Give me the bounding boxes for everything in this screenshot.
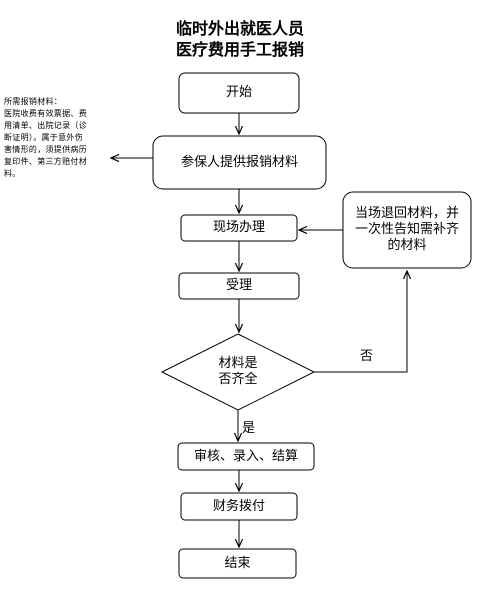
end-node-box — [178, 548, 297, 579]
edge-label-yes: 是 — [242, 421, 256, 436]
decision-node-label: 材料是 否齐全 — [190, 354, 286, 390]
diagram-title-line1: 临时外出就医人员 — [175, 19, 304, 38]
return-line2: 一次性告知需补齐 — [354, 222, 459, 237]
required-materials-note: 所需报销材料： 医院收费有效票据、费 用清单、出院记录（诊 断证明）。属于意外伤… — [4, 96, 112, 180]
decision-line2: 否齐全 — [218, 372, 258, 387]
note-line: 料。 — [4, 169, 21, 178]
payment-node-label: 财务拨付 — [212, 498, 265, 514]
end-node-label: 结束 — [224, 555, 251, 571]
edge-label-no: 否 — [360, 349, 374, 364]
accept-node-label: 受理 — [225, 278, 252, 293]
note-line: 害情形的，须提供病历 — [4, 145, 87, 154]
start-node-label: 开始 — [225, 85, 252, 100]
note-line: 复印件、第三方赔付材 — [4, 157, 87, 166]
diagram-title-line2: 医疗费用手工报销 — [175, 40, 304, 59]
return-node-label: 当场退回材料，并 一次性告知需补齐 的材料 — [343, 192, 471, 268]
decision-line1: 材料是 — [218, 356, 258, 371]
onsite-node-label: 现场办理 — [212, 220, 265, 235]
arrow-decision-no-to-return — [314, 271, 407, 373]
note-line: 断证明）。属于意外伤 — [4, 133, 83, 142]
submit-node-label: 参保人提供报销材料 — [180, 154, 298, 170]
note-line: 用清单、出院记录（诊 — [4, 121, 87, 130]
return-line1: 当场退回材料，并 — [354, 206, 459, 221]
return-line3: 的材料 — [387, 238, 427, 253]
review-node-box — [177, 442, 315, 471]
note-line: 医院收费有效票据、费 — [4, 109, 87, 118]
review-node-label: 审核、录入、结算 — [193, 448, 298, 464]
note-line: 所需报销材料： — [4, 97, 63, 106]
